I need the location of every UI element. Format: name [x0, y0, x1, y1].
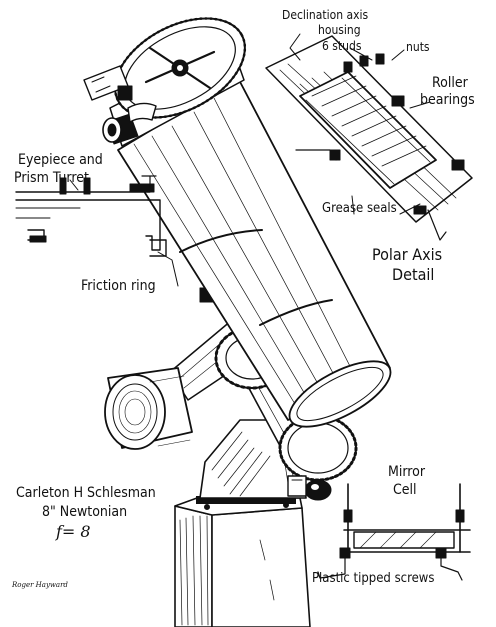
label-nuts: nuts [406, 40, 430, 54]
label-focal-ratio: f= 8 [56, 522, 91, 541]
eyepiece-turret-section [15, 175, 179, 287]
counterweight [104, 319, 256, 450]
label-polar-axis: Polar Axis [372, 245, 443, 264]
label-housing: housing [318, 23, 361, 37]
label-friction-ring: Friction ring [81, 278, 156, 294]
mirror-cell-section [317, 483, 471, 581]
label-bearings: bearings [420, 92, 475, 108]
polar-axis-section [265, 33, 473, 241]
tube-front-ring [83, 17, 247, 147]
label-mirror: Mirror [388, 464, 426, 480]
label-plastic-tipped-screws: Plastic tipped screws [312, 571, 435, 586]
label-declination-axis: Declination axis [282, 8, 369, 22]
label-model: 8" Newtonian [42, 504, 128, 520]
pier [174, 496, 311, 627]
label-six-studs: 6 studs [322, 39, 362, 53]
label-roller: Roller [432, 75, 468, 91]
artist-signature: Roger Hayward [12, 581, 68, 589]
label-eyepiece: Eyepiece and [18, 152, 103, 168]
label-grease-seals: Grease seals [322, 201, 397, 216]
label-cell: Cell [393, 482, 417, 498]
label-detail: Detail [392, 265, 435, 284]
label-maker-name: Carleton H Schlesman [16, 485, 156, 501]
label-prism-turret: Prism Turret [14, 170, 89, 186]
